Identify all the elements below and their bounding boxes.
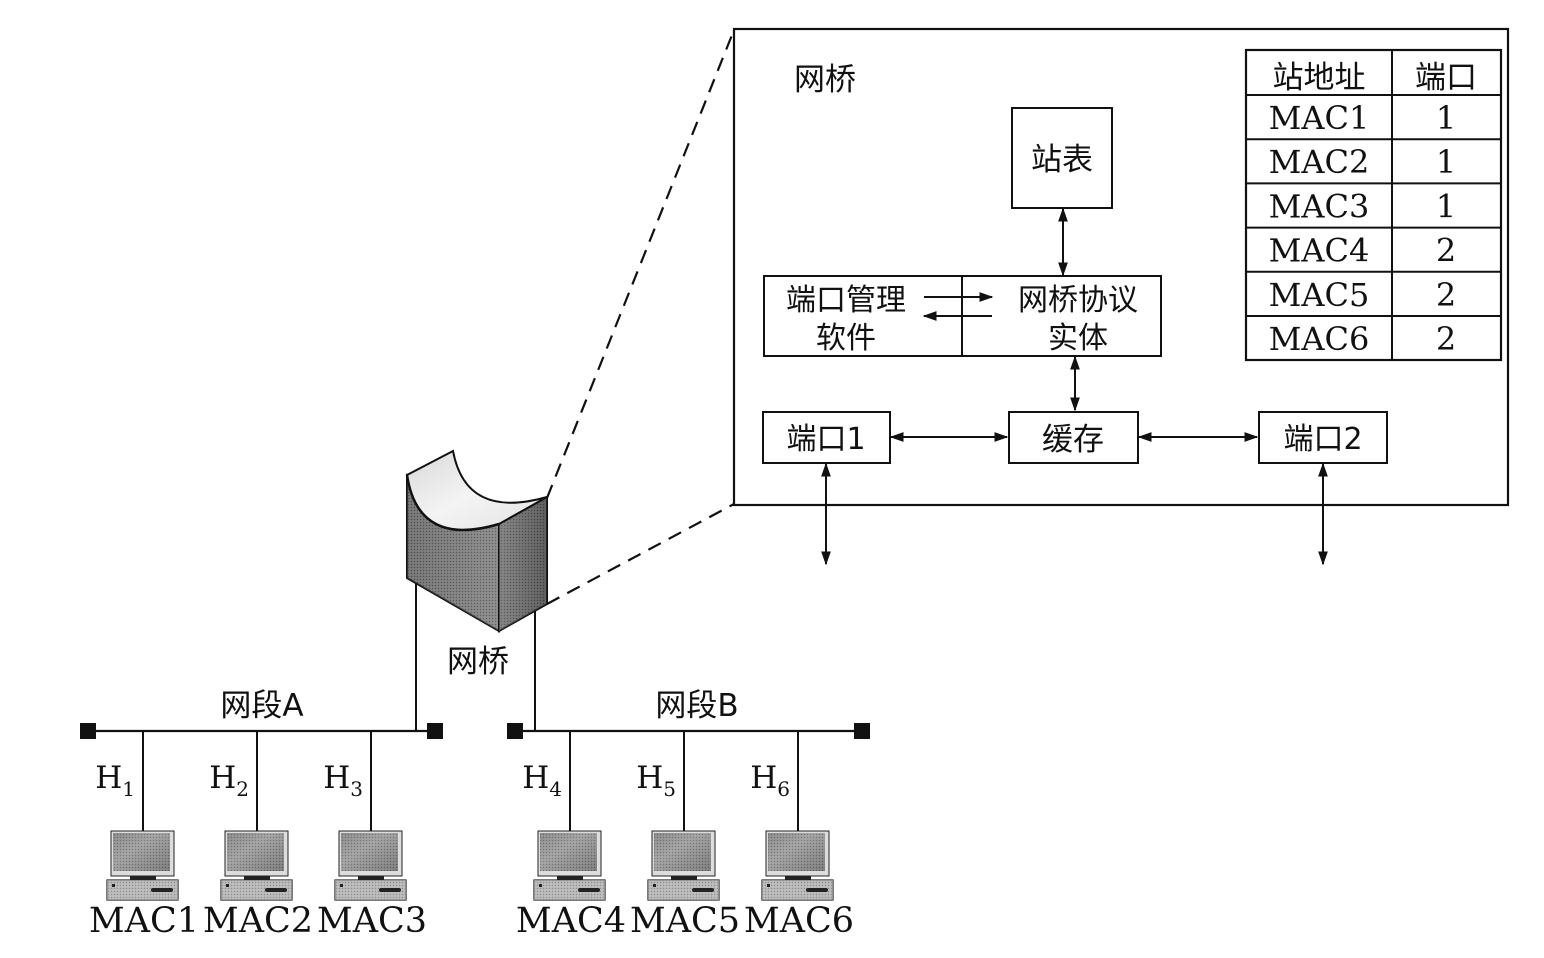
host-label: H3 xyxy=(323,760,363,801)
port2-label: 端口2 xyxy=(1283,422,1362,457)
terminator-icon xyxy=(854,723,870,739)
protocol-entity-line1: 网桥协议 xyxy=(1018,283,1138,318)
terminator-icon xyxy=(427,723,443,739)
protocol-entity-line2: 实体 xyxy=(1048,321,1108,356)
port2-box[interactable]: 端口2 xyxy=(1258,411,1388,464)
table-cell-port: 2 xyxy=(1436,320,1456,358)
table-row: MAC2 1 xyxy=(1269,143,1457,181)
host-label: H2 xyxy=(209,760,249,801)
station-table-box[interactable]: 站表 xyxy=(1011,107,1113,209)
bridge-label: 网桥 xyxy=(447,644,509,680)
table-cell-port: 1 xyxy=(1436,99,1456,137)
segment-label: 网段A xyxy=(220,688,303,724)
buffer-label: 缓存 xyxy=(1042,422,1104,458)
table-row: MAC5 2 xyxy=(1269,276,1457,314)
segment-label: 网段B xyxy=(655,688,738,724)
host-mac-label: MAC5 xyxy=(630,901,740,941)
port1-label: 端口1 xyxy=(786,422,865,457)
projection-line-bottom xyxy=(546,503,735,605)
bridge-detail-title: 网桥 xyxy=(794,62,856,98)
port-mgmt-line1: 端口管理 xyxy=(786,283,906,318)
table-cell-mac: MAC1 xyxy=(1269,99,1370,137)
table-cell-port: 2 xyxy=(1436,232,1456,270)
table-row: MAC1 1 xyxy=(1269,99,1457,137)
host-mac-label: MAC6 xyxy=(744,901,854,941)
port1-box[interactable]: 端口1 xyxy=(762,411,891,464)
table-cell-port: 1 xyxy=(1436,187,1456,225)
table-cell-mac: MAC4 xyxy=(1269,232,1370,270)
buffer-box[interactable]: 缓存 xyxy=(1008,411,1139,464)
table-cell-mac: MAC6 xyxy=(1269,320,1370,358)
projection-line-top xyxy=(545,29,736,499)
table-cell-mac: MAC2 xyxy=(1269,143,1370,181)
computer-icon xyxy=(220,830,293,901)
host-label: H6 xyxy=(750,760,790,801)
host-mac-label: MAC2 xyxy=(203,901,313,941)
table-cell-port: 1 xyxy=(1436,143,1456,181)
table-header-port: 端口 xyxy=(1415,60,1477,96)
table-header-station-address: 站地址 xyxy=(1273,60,1366,96)
computer-icon xyxy=(647,830,720,901)
host-label: H4 xyxy=(522,760,562,801)
bridge-device-icon[interactable] xyxy=(405,449,548,633)
port-mgmt-line2: 软件 xyxy=(816,321,876,356)
host-label: H5 xyxy=(636,760,676,801)
terminator-icon xyxy=(80,723,96,739)
host-mac-label: MAC1 xyxy=(89,901,199,941)
host-label: H1 xyxy=(95,760,135,801)
computer-icon xyxy=(106,830,179,901)
host-mac-label: MAC4 xyxy=(516,901,626,941)
port-mgmt-software[interactable]: 端口管理 软件 xyxy=(786,283,906,356)
table-cell-mac: MAC5 xyxy=(1269,276,1370,314)
bridge-protocol-entity[interactable]: 网桥协议 实体 xyxy=(1018,283,1138,356)
table-cell-port: 2 xyxy=(1436,276,1456,314)
table-row: MAC4 2 xyxy=(1269,232,1457,270)
host-mac-label: MAC3 xyxy=(317,901,427,941)
table-row: MAC6 2 xyxy=(1269,320,1457,358)
computer-icon xyxy=(761,830,834,901)
table-row: MAC3 1 xyxy=(1269,187,1457,225)
terminator-icon xyxy=(507,723,523,739)
table-cell-mac: MAC3 xyxy=(1269,187,1370,225)
station-table-box-label: 站表 xyxy=(1031,142,1093,178)
computer-icon xyxy=(334,830,407,901)
computer-icon xyxy=(533,830,606,901)
